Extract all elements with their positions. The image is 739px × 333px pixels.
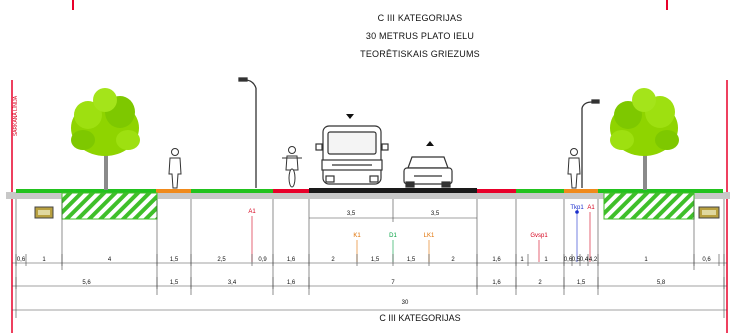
tree-left-icon bbox=[71, 88, 140, 190]
dim-row-1-label: 0,6 bbox=[702, 257, 711, 263]
dim-row-2-label: 1,5 bbox=[170, 280, 179, 286]
title-line-3: TEORĒTISKAIS GRIEZUMS bbox=[360, 49, 480, 59]
dim-row-2-label: 5,6 bbox=[82, 280, 91, 286]
dim-row-1-label: 2,5 bbox=[217, 257, 226, 263]
surface-orange-1 bbox=[156, 189, 191, 193]
lane-dim-1: 3,5 bbox=[347, 211, 356, 217]
dim-row-2-ticks bbox=[15, 277, 725, 289]
surface-red-2 bbox=[477, 189, 516, 193]
total-width-label: 30 bbox=[402, 300, 409, 306]
lane-down-arrow-icon bbox=[346, 114, 354, 119]
surface-orange-2 bbox=[564, 189, 598, 193]
road-surface bbox=[309, 188, 477, 193]
bottom-title: C III KATEGORIJAS bbox=[379, 313, 461, 323]
dim-row-1-label: 0,6 bbox=[564, 257, 573, 263]
dim-row-1-label: 1 bbox=[42, 257, 46, 263]
surface-red-1 bbox=[273, 189, 309, 193]
marker-lk1: LK1 bbox=[424, 233, 435, 239]
dim-row-1-label: 1,5 bbox=[170, 257, 179, 263]
marker-a1-left: A1 bbox=[248, 209, 256, 215]
dim-row-1-label: 1 bbox=[644, 257, 648, 263]
dim-row-1-label: 0,9 bbox=[258, 257, 267, 263]
dim-row-1-label: 2 bbox=[331, 257, 335, 263]
surface-green-2 bbox=[191, 189, 273, 193]
dim-row-2-label: 5,8 bbox=[657, 280, 666, 286]
utility-markers: A1 K1 D1 LK1 Gvsp1 Tkp1 A1 bbox=[248, 205, 595, 262]
marker-a1-right: A1 bbox=[587, 205, 595, 211]
dim-row-1-label: 1,5 bbox=[371, 257, 380, 263]
dim-row-2-label: 1,6 bbox=[287, 280, 296, 286]
lane-dim-2: 3,5 bbox=[431, 211, 440, 217]
marker-k1: K1 bbox=[353, 233, 361, 239]
street-lamp-left-icon bbox=[238, 77, 257, 188]
surface-green-4 bbox=[598, 189, 723, 193]
planting-bed-left bbox=[61, 192, 158, 220]
dim-row-1-ticks bbox=[15, 254, 725, 266]
dim-row-1-label: 0,5 bbox=[572, 257, 581, 263]
cyclist-icon bbox=[282, 146, 302, 188]
lane-up-arrow-icon bbox=[426, 141, 434, 146]
dim-row-2-label: 1,6 bbox=[492, 280, 501, 286]
dim-row-2-label: 2 bbox=[538, 280, 542, 286]
marker-gvsp1: Gvsp1 bbox=[530, 233, 548, 239]
dim-row-1-label: 1,5 bbox=[407, 257, 416, 263]
utility-box-left-inner bbox=[38, 210, 50, 215]
dim-row-1-label: 0,4 bbox=[580, 257, 589, 263]
dim-row-1-label: 1,6 bbox=[287, 257, 296, 263]
dim-row-1-label: 4,2 bbox=[589, 257, 598, 263]
pedestrian-left-icon bbox=[168, 148, 182, 189]
dim-row-1-label: 1,6 bbox=[492, 257, 501, 263]
marker-d1: D1 bbox=[389, 233, 397, 239]
ground-base bbox=[6, 192, 730, 199]
surface-green-3 bbox=[516, 189, 564, 193]
car-front-icon bbox=[403, 156, 453, 188]
utility-box-right-inner bbox=[702, 210, 716, 215]
dim-row-1-label: 0,6 bbox=[17, 257, 26, 263]
dim-row-2-label: 7 bbox=[391, 280, 395, 286]
dim-row-2-label: 1,5 bbox=[577, 280, 586, 286]
surface-green-1 bbox=[16, 189, 156, 193]
dim-row-2-labels: 5,6 1,5 3,4 1,6 7 1,6 2 1,5 5,8 bbox=[82, 280, 666, 286]
bus-front-icon bbox=[315, 125, 389, 185]
title-line-1: C III KATEGORIJAS bbox=[377, 13, 463, 23]
tree-right-icon bbox=[610, 88, 679, 190]
dim-row-2-label: 3,4 bbox=[228, 280, 237, 286]
marker-tkp1: Tkp1 bbox=[570, 205, 584, 211]
dim-row-1-label: 1 bbox=[544, 257, 548, 263]
street-lamp-right-icon bbox=[581, 99, 600, 188]
title-line-2: 30 METRUS PLATO IELU bbox=[365, 31, 475, 41]
dim-row-1-label: 4 bbox=[108, 257, 112, 263]
dim-row-1-label: 1 bbox=[520, 257, 524, 263]
pedestrian-right-icon bbox=[567, 148, 581, 189]
planting-bed-right bbox=[603, 192, 695, 220]
dim-row-1-label: 2 bbox=[451, 257, 455, 263]
